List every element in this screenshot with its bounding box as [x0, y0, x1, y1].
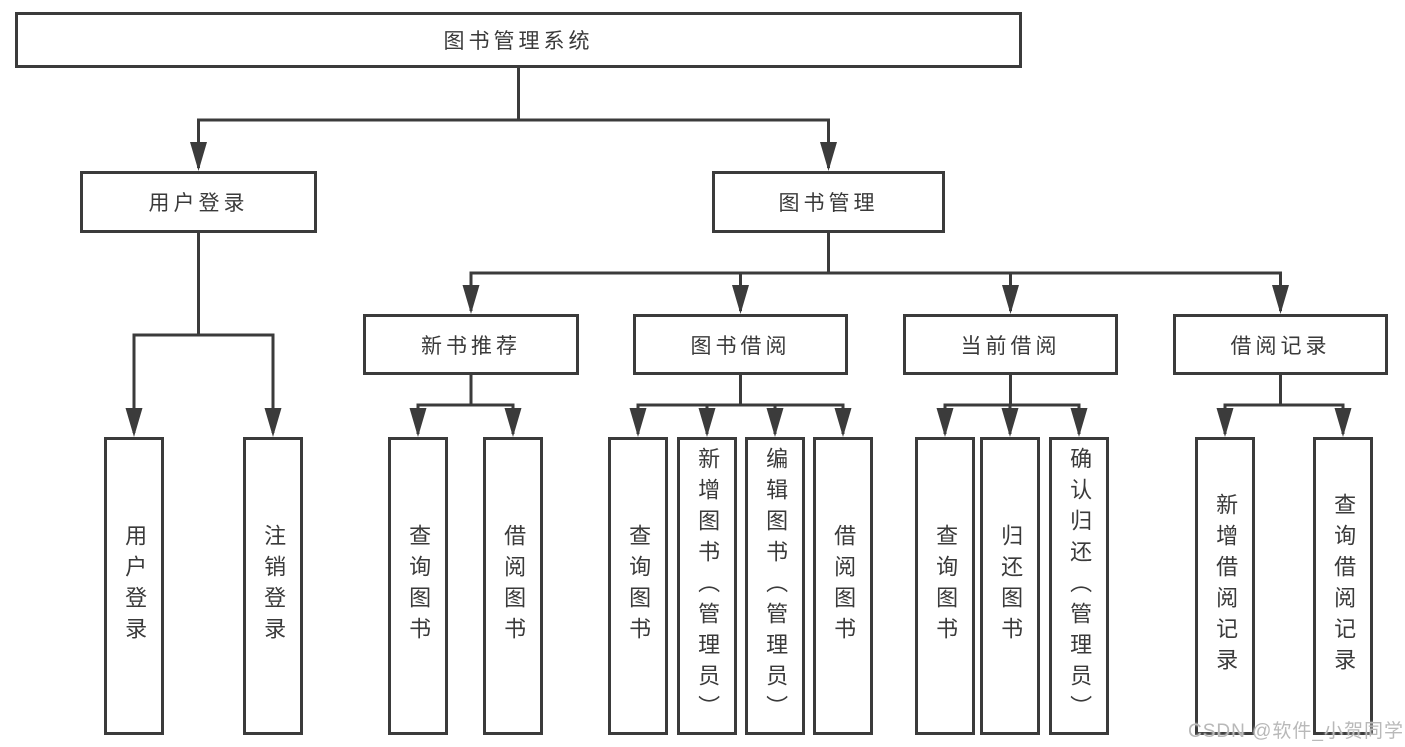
leaf-edit-book-admin: 编辑图书（管理员） — [745, 437, 805, 735]
leaf-label: 确认归还（管理员） — [1067, 446, 1093, 726]
node-book-management: 图书管理 — [712, 171, 945, 233]
watermark: CSDN @软件_小贺同学 — [1188, 721, 1404, 742]
leaf-query-books-recommend: 查询图书 — [388, 437, 448, 735]
node-label: 图书管理系统 — [443, 30, 594, 53]
node-label: 图书管理 — [778, 192, 879, 215]
node-label: 图书借阅 — [690, 334, 791, 358]
node-new-book-recommendation: 新书推荐 — [363, 314, 579, 375]
leaf-label: 归还图书 — [998, 524, 1024, 648]
tree-edges — [132, 68, 1345, 434]
node-label: 新书推荐 — [421, 334, 521, 358]
leaf-confirm-return-admin: 确认归还（管理员） — [1049, 437, 1109, 735]
leaf-label: 借阅图书 — [501, 524, 527, 648]
leaf-add-borrow-record: 新增借阅记录 — [1195, 437, 1255, 735]
leaf-logout: 注销登录 — [243, 437, 303, 735]
leaf-label: 新增借阅记录 — [1213, 493, 1239, 679]
leaf-query-books-current: 查询图书 — [915, 437, 975, 735]
arrowheads — [125, 142, 1352, 437]
node-user-login: 用户登录 — [80, 171, 317, 233]
node-book-borrowing: 图书借阅 — [633, 314, 848, 375]
leaf-user-login: 用户登录 — [104, 437, 164, 735]
leaf-query-borrow-record: 查询借阅记录 — [1313, 437, 1373, 735]
leaf-label: 查询图书 — [406, 524, 432, 648]
node-library-management-system: 图书管理系统 — [15, 12, 1022, 68]
leaf-label: 新增图书（管理员） — [695, 446, 721, 726]
leaf-query-books-borrowing: 查询图书 — [608, 437, 668, 735]
leaf-borrow-books-recommend: 借阅图书 — [483, 437, 543, 735]
leaf-label: 注销登录 — [261, 524, 287, 648]
leaf-label: 查询图书 — [933, 524, 959, 648]
leaf-label: 查询借阅记录 — [1331, 493, 1357, 679]
leaf-label: 编辑图书（管理员） — [763, 446, 789, 726]
leaf-label: 借阅图书 — [831, 524, 857, 648]
node-label: 当前借阅 — [960, 334, 1061, 358]
leaf-add-book-admin: 新增图书（管理员） — [677, 437, 737, 735]
leaf-borrow-books-borrowing: 借阅图书 — [813, 437, 873, 735]
node-current-borrowing: 当前借阅 — [903, 314, 1118, 375]
node-label: 借阅记录 — [1230, 334, 1331, 358]
leaf-label: 查询图书 — [626, 524, 652, 648]
node-borrowing-records: 借阅记录 — [1173, 314, 1388, 375]
node-label: 用户登录 — [148, 192, 249, 215]
leaf-label: 用户登录 — [122, 524, 148, 648]
leaf-return-books: 归还图书 — [980, 437, 1040, 735]
